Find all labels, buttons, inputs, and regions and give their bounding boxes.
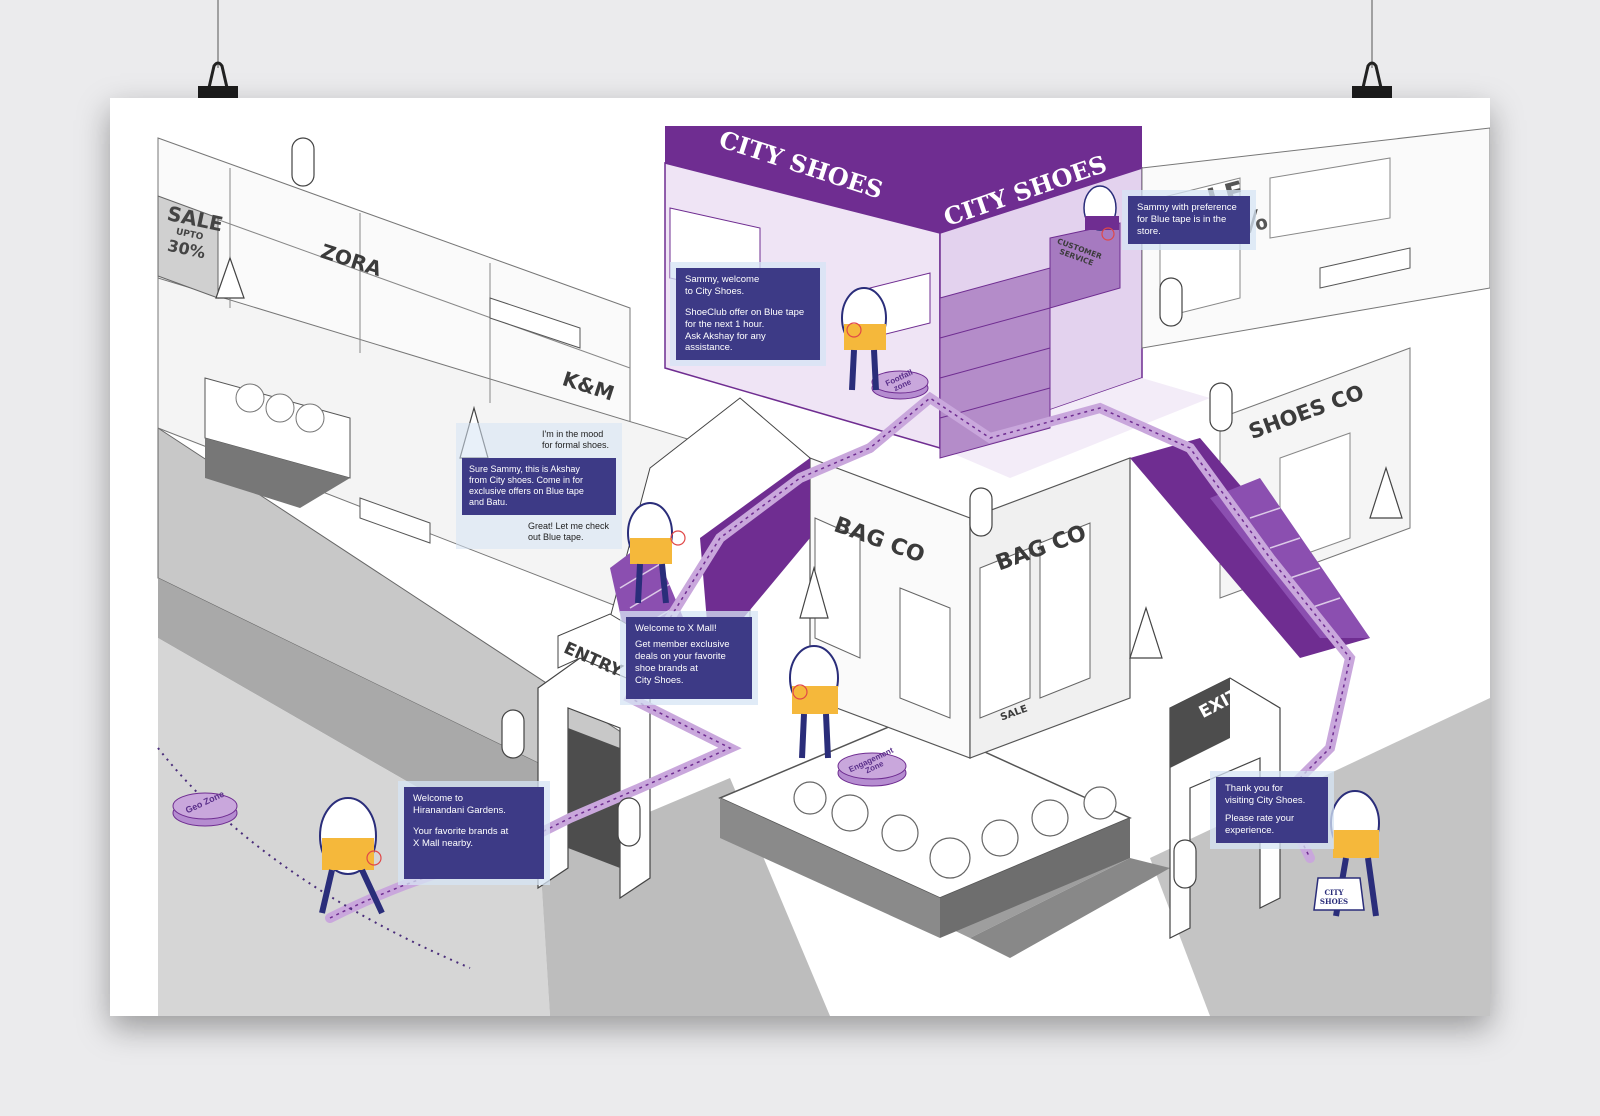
chat-user-message: I'm in the mood for formal shoes. — [542, 429, 610, 451]
sammy-character-mall — [789, 645, 839, 759]
chat-conversation: I'm in the mood for formal shoes. Sure S… — [456, 423, 622, 549]
city-shoes-bag-label: CITY SHOES — [1319, 888, 1349, 906]
sammy-character-escalator — [627, 502, 686, 604]
exit-thanks-message: Thank you for visiting City Shoes. Pleas… — [1210, 771, 1334, 849]
geo-welcome-message: Welcome to Hiranandani Gardens. Your fav… — [398, 781, 550, 885]
sale-sign-left: SALE UPTO 30% — [165, 201, 226, 263]
chat-user-reply: Great! Let me check out Blue tape. — [528, 520, 610, 542]
mall-journey-poster: CITY SHOES CITY SHOES ZORA K&M BAG CO BA… — [110, 98, 1490, 1016]
sammy-character-geo — [319, 797, 385, 915]
mall-isometric-scene — [157, 126, 1490, 1016]
sammy-character-store — [841, 287, 887, 391]
mall-welcome-message: Welcome to X Mall! Get member exclusive … — [620, 611, 758, 705]
staff-alert-message: Sammy with preference for Blue tape is i… — [1122, 190, 1256, 250]
sammy-character-exit — [1313, 790, 1380, 917]
chat-bot-message: Sure Sammy, this is Akshay from City sho… — [462, 457, 616, 515]
akshay-staff-character — [1083, 185, 1119, 241]
store-welcome-message: Sammy, welcome to City Shoes. ShoeClub o… — [670, 262, 826, 366]
